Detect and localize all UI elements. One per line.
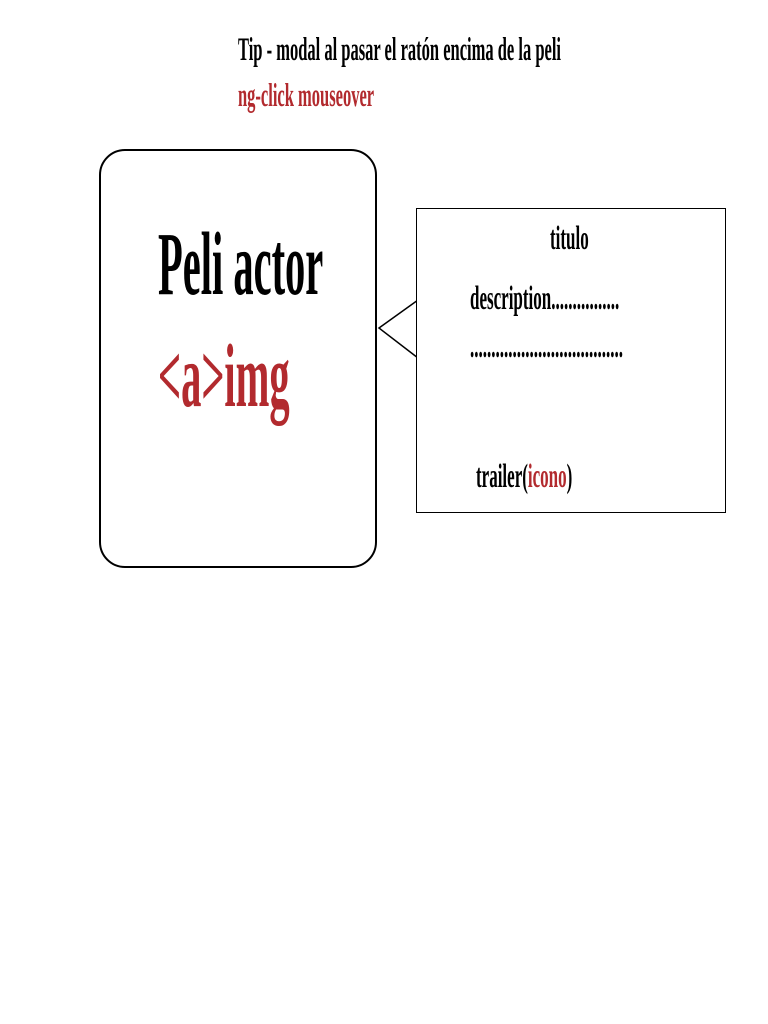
modal-pointer <box>377 300 419 359</box>
modal-trailer[interactable]: trailer(icono) <box>476 460 572 494</box>
card-link-img[interactable]: <a>img <box>158 327 290 426</box>
tooltip-modal <box>416 208 726 513</box>
trailer-icon[interactable]: icono <box>527 458 567 495</box>
modal-description-line-1: description................ <box>470 280 620 317</box>
trailer-label: trailer( <box>476 458 528 495</box>
modal-description-line-2: .................................... <box>470 328 623 365</box>
movie-card[interactable] <box>99 149 377 568</box>
header-event: ng-click mouseover <box>238 78 375 114</box>
modal-title: titulo <box>550 220 589 257</box>
trailer-close-paren: ) <box>566 458 573 495</box>
card-title: Peli actor <box>158 215 324 314</box>
header-tip: Tip - modal al pasar el ratón encima de … <box>238 32 561 68</box>
